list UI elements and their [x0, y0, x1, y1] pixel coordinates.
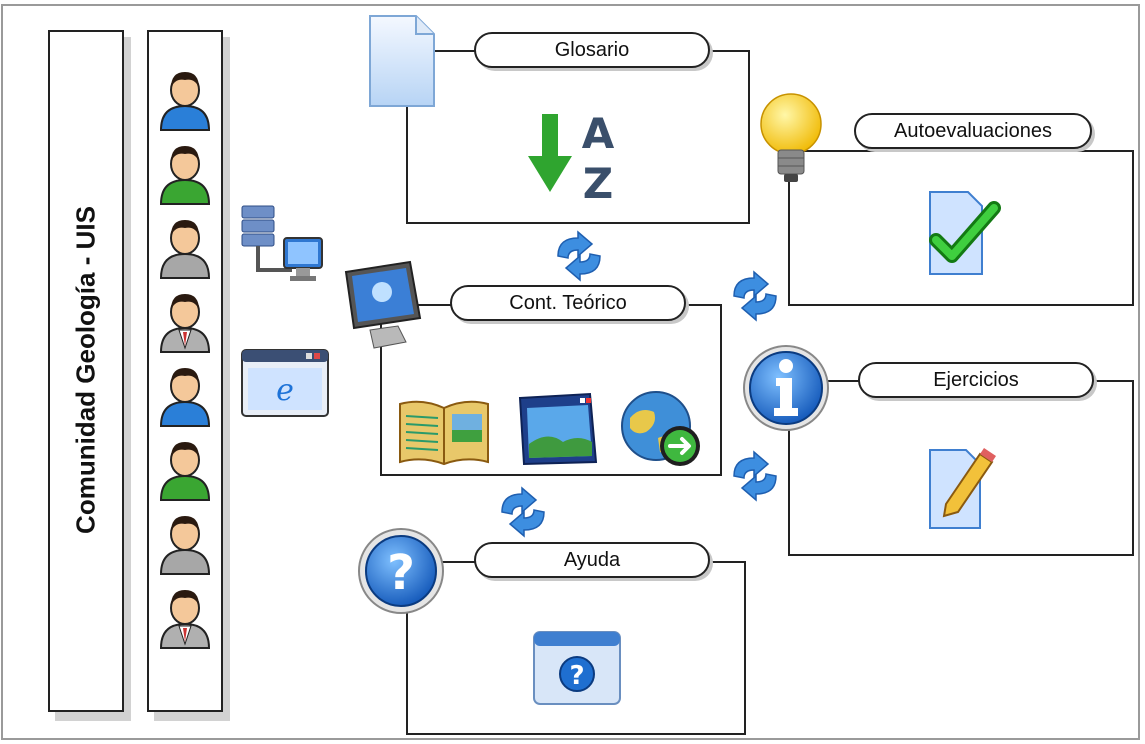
server-network-icon — [238, 200, 328, 290]
user-green-icon — [157, 436, 213, 502]
svg-text:e: e — [276, 373, 294, 408]
document-icon — [366, 14, 438, 108]
monitor-icon — [340, 260, 426, 354]
autoevaluaciones-button[interactable]: Autoevaluaciones — [854, 113, 1092, 149]
info-icon — [740, 342, 832, 434]
community-column — [48, 30, 124, 712]
user-gray-icon — [157, 510, 213, 576]
globe-arrow-icon — [618, 388, 706, 472]
svg-text:?: ? — [569, 661, 584, 691]
ejercicios-button[interactable]: Ejercicios — [858, 362, 1094, 398]
checklist-icon — [924, 190, 1002, 278]
user-suit-icon — [157, 288, 213, 354]
user-green-icon — [157, 140, 213, 206]
user-gray-icon — [157, 214, 213, 280]
sync-arrows-icon — [724, 270, 786, 322]
sync-arrows-icon — [492, 486, 554, 538]
ayuda-box — [406, 561, 746, 735]
svg-text:A: A — [582, 110, 615, 158]
sort-az-icon: A Z — [528, 110, 624, 202]
help-icon: ? — [356, 526, 446, 616]
glosario-button[interactable]: Glosario — [474, 32, 710, 68]
contenido-button[interactable]: Cont. Teórico — [450, 285, 686, 321]
sync-arrows-icon — [724, 450, 786, 502]
user-blue-icon — [157, 66, 213, 132]
user-blue-icon — [157, 362, 213, 428]
lightbulb-icon — [758, 92, 824, 188]
book-icon — [396, 396, 492, 468]
help-window-icon: ? — [532, 630, 622, 706]
svg-text:Z: Z — [583, 159, 613, 202]
browser-window-icon: e — [240, 348, 330, 418]
community-label: Comunidad Geología - UIS — [70, 206, 101, 534]
sync-arrows-icon — [548, 230, 610, 282]
user-suit-icon — [157, 584, 213, 650]
window-image-icon — [518, 392, 598, 468]
edit-document-icon — [924, 444, 998, 532]
glosario-box — [406, 50, 750, 224]
svg-text:?: ? — [387, 545, 415, 601]
ayuda-button[interactable]: Ayuda — [474, 542, 710, 578]
